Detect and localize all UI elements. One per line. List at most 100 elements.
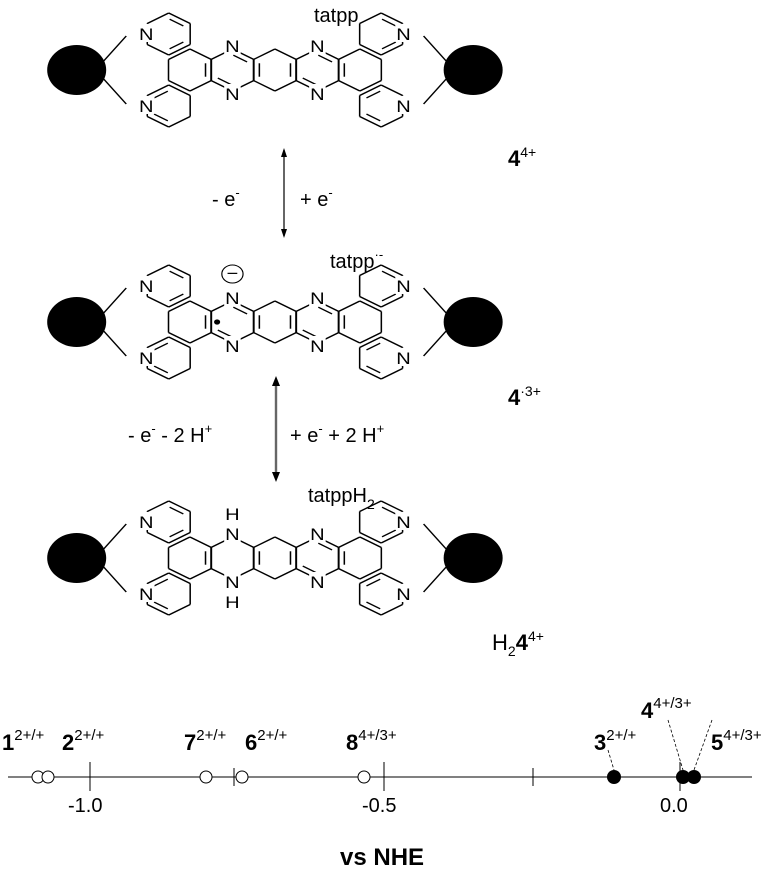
bond [359, 531, 382, 544]
double-bond [153, 578, 169, 587]
bond [146, 603, 170, 616]
atom-H-bg [224, 592, 241, 610]
bond [146, 531, 170, 544]
bond [380, 531, 403, 544]
bond [168, 536, 191, 549]
point-5 [687, 770, 701, 784]
double-bond [381, 293, 397, 302]
atom-N-pyrazine-bg [309, 36, 326, 54]
bond [359, 79, 382, 92]
scale-title: vs NHE [340, 844, 424, 871]
bond [146, 572, 170, 585]
bond [380, 115, 403, 128]
bond [338, 79, 361, 92]
point-label-2: 22+/+ [62, 727, 105, 755]
bond [168, 295, 191, 308]
double-bond [366, 113, 381, 122]
bond [189, 48, 212, 61]
atom-N-pyridine-bg [395, 512, 412, 530]
point-6 [235, 770, 249, 784]
double-bond [381, 18, 397, 27]
atom-N-pyridine: N [139, 276, 153, 295]
atom-N-pyridine-bg [138, 348, 155, 366]
double-bond [232, 306, 248, 315]
point-label-5: 54+/3+ [711, 727, 762, 755]
atom-N-pyrazine-bg [309, 336, 326, 354]
double-bond [302, 565, 317, 574]
bond [168, 331, 191, 344]
bond [359, 367, 382, 380]
equilibrium-arrow-2 [272, 376, 280, 482]
double-bond [153, 601, 169, 610]
atom-N-pyrazine: N [225, 36, 239, 55]
metal-center-right [443, 533, 503, 583]
bond [189, 331, 212, 344]
point-label-4: 44+/3+ [641, 695, 692, 723]
atom-N-pyridine-bg [138, 96, 155, 114]
point-3 [607, 770, 621, 784]
atom-N-pyrazine: N [310, 572, 324, 591]
bond [359, 536, 382, 549]
bond [274, 48, 297, 61]
point-label-6: 62+/+ [245, 727, 288, 755]
negative-charge-circle [221, 264, 244, 284]
point-label-8: 84+/3+ [346, 727, 397, 755]
bond [359, 48, 382, 61]
bond [380, 12, 403, 25]
atom-N-amine-bg [224, 572, 241, 590]
bond [359, 264, 382, 277]
atom-N-pyridine-bg [395, 24, 412, 42]
bond [359, 603, 382, 616]
bond [274, 300, 297, 313]
double-bond [381, 270, 397, 279]
double-bond [153, 90, 169, 99]
double-bond [381, 506, 397, 515]
atom-N-amine: N [225, 572, 239, 591]
bond [253, 536, 276, 549]
bond [253, 79, 276, 92]
metal-center-left [47, 533, 107, 583]
atom-N-pyrazine: N [225, 288, 239, 307]
atom-N-amine-bg [224, 524, 241, 542]
bond [253, 567, 276, 580]
bond [146, 367, 170, 380]
atom-N-pyridine-bg [395, 96, 412, 114]
point-label-1: 12+/+ [2, 727, 45, 755]
bond [274, 567, 297, 580]
bond [146, 264, 170, 277]
compound-H2-4: H244+ [492, 628, 544, 659]
atom-N-pyridine-bg [138, 24, 155, 42]
atom-N-pyridine-bg [138, 512, 155, 530]
atom-N-pyrazine-bg [309, 524, 326, 542]
bond [146, 500, 170, 513]
bond [380, 572, 403, 585]
atom-N-pyridine: N [396, 584, 410, 603]
atom-N-pyridine: N [139, 512, 153, 531]
atom-N-pyridine: N [139, 584, 153, 603]
bond [338, 536, 361, 549]
bond [359, 295, 382, 308]
tick-label-minus05: -0.5 [362, 795, 396, 817]
point-label-3: 32+/+ [594, 727, 637, 755]
double-bond [217, 77, 232, 86]
point-4 [676, 770, 690, 784]
double-bond [366, 342, 381, 351]
bond [146, 84, 170, 97]
double-bond [366, 90, 381, 99]
bond [168, 300, 191, 313]
double-bond [217, 329, 232, 338]
radical-dot [214, 319, 221, 325]
metal-center-left [47, 45, 107, 95]
atom-N-pyridine: N [139, 348, 153, 367]
bond [380, 264, 403, 277]
double-bond [317, 542, 333, 551]
bond [274, 331, 297, 344]
bond [380, 295, 403, 308]
atom-N-pyridine: N [396, 348, 410, 367]
double-bond [366, 601, 381, 610]
bond [359, 572, 382, 585]
atom-N-pyrazine: N [310, 288, 324, 307]
leader-4 [667, 719, 684, 771]
